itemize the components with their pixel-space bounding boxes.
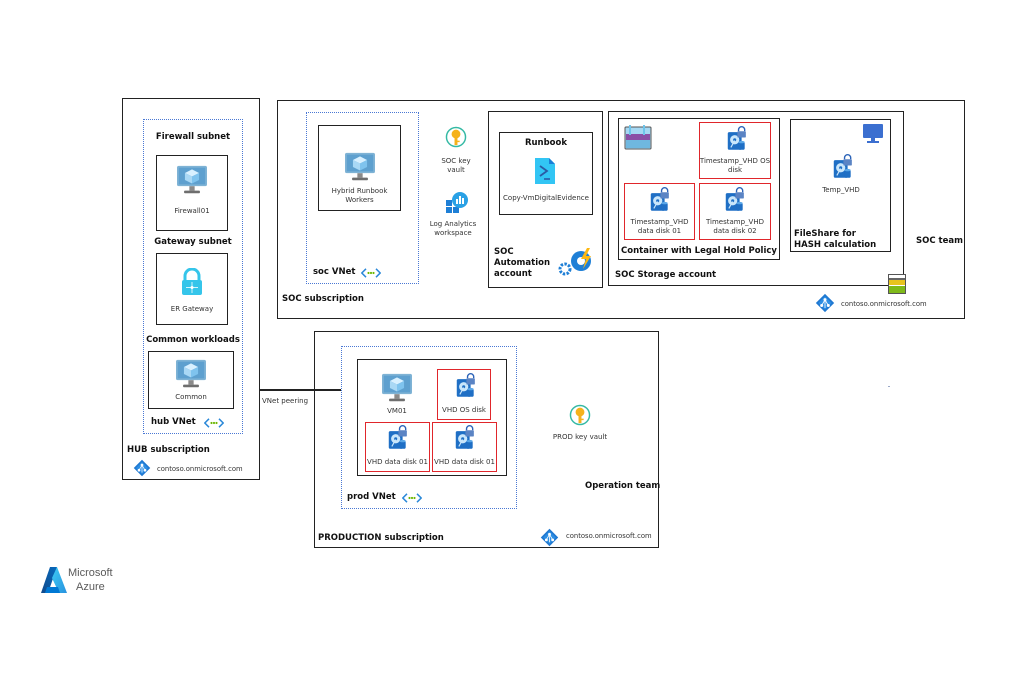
vm01-label: VM01 [387, 407, 407, 415]
production-subscription-box [314, 331, 659, 548]
soc-subscription-box [277, 100, 965, 319]
gateway-lock-icon [182, 268, 202, 295]
virtual-machine-icon[interactable] [381, 373, 413, 403]
vnet-peering-connector [260, 389, 341, 391]
azure-ad-icon [540, 528, 559, 547]
prod-key-vault-label: PROD key vault [552, 433, 608, 441]
disk-label: Timestamp_VHD data disk 01 [624, 218, 695, 236]
hub-subscription-label: HUB subscription [127, 445, 210, 455]
er-gateway-label: ER Gateway [170, 305, 214, 313]
firewall-vm-box[interactable] [156, 155, 228, 231]
vnet-icon [361, 268, 381, 278]
prod-workload-box [357, 359, 507, 476]
operation-team-label: Operation team [585, 481, 661, 491]
disk-box[interactable] [437, 369, 491, 420]
azure-ad-icon [133, 459, 151, 477]
file-share-icon [863, 124, 883, 143]
prod-vnet-label: prod VNet [347, 492, 396, 502]
decorative-dot [888, 386, 890, 387]
storage-account-icon [888, 274, 906, 294]
managed-disk-icon [650, 187, 670, 213]
common-vm-box[interactable] [148, 351, 234, 409]
common-vm-label: Common [175, 393, 207, 401]
azure-logo-icon [41, 567, 67, 593]
managed-disk-icon [455, 425, 475, 451]
fileshare-label: FileShare for HASH calculation [794, 229, 884, 251]
hub-tenant: contoso.onmicrosoft.com [157, 465, 243, 473]
firewall-subnet-label: Firewall subnet [155, 132, 231, 142]
hybrid-runbook-workers-label: Hybrid Runbook Workers [318, 187, 401, 205]
disk-label: Timestamp_VHD OS disk [699, 157, 771, 175]
runbook-name: Copy-VmDigitalEvidence [503, 194, 589, 202]
azure-brand-line2: Azure [76, 581, 105, 593]
soc-vnet-label: soc VNet [313, 267, 356, 277]
disk-label: VHD data disk 01 [367, 458, 428, 466]
disk-box[interactable] [432, 422, 497, 472]
temp-vhd-label: Temp_VHD [822, 186, 860, 194]
log-analytics-label: Log Analytics workspace [428, 220, 478, 238]
runbook-box[interactable] [499, 132, 593, 215]
soc-team-label: SOC team [916, 236, 963, 246]
key-vault-icon[interactable] [445, 126, 467, 148]
runbook-title: Runbook [524, 138, 568, 148]
disk-label-text: Timestamp_VHD OS disk [699, 157, 771, 174]
firewall-vm-label: Firewall01 [174, 207, 210, 215]
gateway-subnet-label: Gateway subnet [154, 237, 232, 247]
managed-disk-icon [833, 154, 853, 180]
soc-storage-account-label: SOC Storage account [615, 270, 717, 280]
disk-box[interactable] [699, 183, 771, 240]
er-gateway-box[interactable] [156, 253, 228, 325]
prod-vnet-boundary [341, 346, 517, 509]
hub-subscription-box [122, 98, 260, 480]
hybrid-runbook-workers-box[interactable] [318, 125, 401, 211]
production-subscription-label: PRODUCTION subscription [318, 533, 444, 543]
common-workloads-label: Common workloads [146, 335, 240, 345]
managed-disk-icon [727, 126, 747, 152]
blob-container-icon [624, 125, 652, 150]
vnet-icon [204, 418, 224, 428]
powershell-runbook-icon [535, 158, 555, 184]
automation-gear-icon [558, 248, 591, 276]
managed-disk-icon [456, 373, 476, 399]
vnet-icon [402, 493, 422, 503]
soc-automation-account-box [488, 111, 603, 288]
soc-tenant: contoso.onmicrosoft.com [841, 300, 927, 308]
virtual-machine-icon [176, 165, 208, 195]
fileshare-box [790, 119, 891, 252]
soc-automation-account-text: SOC Automation account [494, 247, 550, 279]
soc-storage-account-box [608, 111, 904, 286]
legal-hold-container-box [618, 118, 780, 260]
soc-key-vault-text: SOC key vault [441, 157, 471, 174]
log-analytics-text: Log Analytics workspace [429, 220, 477, 237]
soc-automation-account-label: SOC Automation account [494, 247, 554, 280]
hub-vnet-boundary [143, 119, 243, 434]
managed-disk-icon [725, 187, 745, 213]
soc-subscription-label: SOC subscription [282, 294, 364, 304]
disk-box[interactable] [365, 422, 430, 472]
prod-tenant: contoso.onmicrosoft.com [566, 532, 652, 540]
disk-box[interactable] [699, 122, 771, 179]
disk-label: VHD OS disk [442, 406, 486, 414]
key-vault-icon[interactable] [569, 404, 591, 426]
azure-ad-icon [815, 293, 835, 313]
disk-label-text: Timestamp_VHD data disk 02 [705, 218, 765, 235]
fileshare-label-text: FileShare for HASH calculation [794, 229, 877, 250]
virtual-machine-icon [175, 359, 207, 389]
hybrid-runbook-workers-text: Hybrid Runbook Workers [331, 187, 388, 204]
soc-key-vault-label: SOC key vault [435, 157, 477, 175]
vnet-peering-label: VNet peering [262, 397, 309, 405]
disk-box[interactable] [624, 183, 695, 240]
virtual-machine-icon [344, 152, 376, 182]
azure-brand-line1: Microsoft [68, 567, 113, 579]
disk-label: Timestamp_VHD data disk 02 [699, 218, 771, 236]
disk-label: VHD data disk 01 [434, 458, 495, 466]
log-analytics-icon[interactable] [445, 192, 469, 214]
legal-hold-container-label: Container with Legal Hold Policy [621, 246, 777, 256]
managed-disk-icon [388, 425, 408, 451]
disk-label-text: Timestamp_VHD data disk 01 [630, 218, 689, 235]
soc-vnet-boundary [306, 112, 419, 284]
hub-vnet-label: hub VNet [151, 417, 196, 427]
